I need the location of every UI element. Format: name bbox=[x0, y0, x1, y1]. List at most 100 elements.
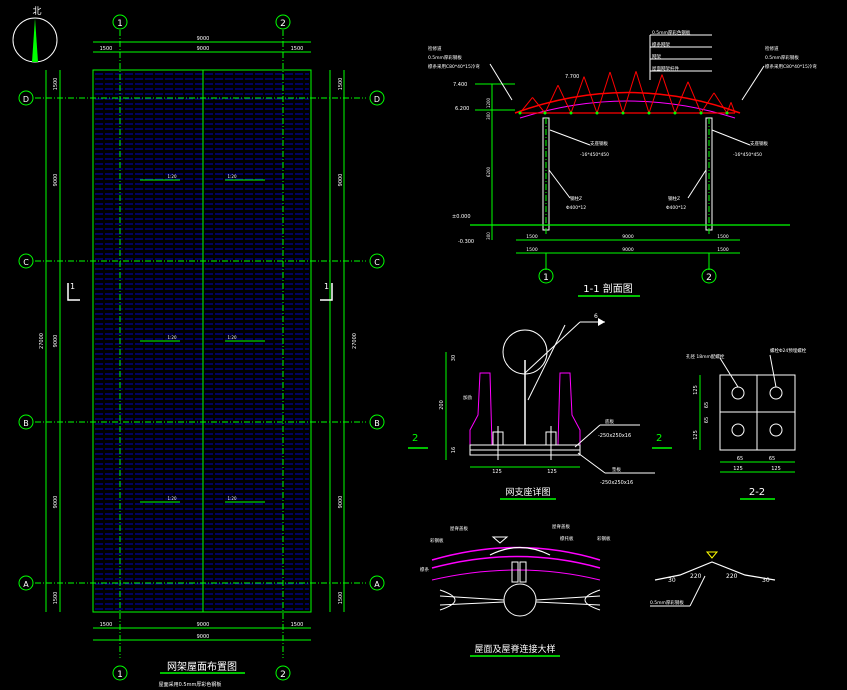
axis-bubble-d-right: D bbox=[369, 90, 385, 106]
section-2-2: 孔径 18mm配螺栓 螺栓Φ24预埋螺栓 125 65 65 125 65 65… bbox=[686, 347, 807, 500]
dim-left-bay-2: 9000 bbox=[53, 335, 59, 348]
right-note-2: 0.5mm厚彩钢板 bbox=[765, 54, 799, 61]
svg-text:300: 300 bbox=[486, 112, 491, 120]
truss-web-member bbox=[648, 74, 663, 114]
right-note-1: 检修道 bbox=[765, 45, 779, 52]
axis-bubble-a-left: A bbox=[18, 575, 34, 591]
weld-flag-icon bbox=[598, 318, 605, 326]
north-arrow: 北 bbox=[12, 6, 58, 63]
rib-label: 加劲 bbox=[463, 394, 472, 401]
base-plate bbox=[469, 444, 581, 451]
svg-text:125: 125 bbox=[693, 385, 699, 395]
ridge-label-l3: 檩条 bbox=[420, 566, 429, 573]
column-left-label: 钢柱Z bbox=[570, 195, 582, 202]
svg-text:2: 2 bbox=[280, 19, 286, 29]
column-right-spec: Φ400*12 bbox=[666, 205, 686, 211]
legend-4: 屋面网架杆件 bbox=[652, 65, 679, 72]
legend-2: 檩条网架 bbox=[652, 41, 670, 48]
truss-web-member bbox=[519, 97, 533, 114]
bolt-hole-icon bbox=[769, 423, 783, 437]
svg-text:1: 1 bbox=[543, 273, 549, 283]
truss-node bbox=[543, 111, 547, 115]
axis-bubble-b-left: B bbox=[18, 414, 34, 430]
truss-web-member bbox=[661, 74, 676, 114]
bolt-hole-icon bbox=[731, 423, 745, 437]
ridge-ball-joint bbox=[503, 583, 537, 617]
dim-right-total-text: 27000 bbox=[352, 333, 358, 349]
svg-text:65: 65 bbox=[704, 417, 710, 423]
plan-title: 网架屋面布置图 bbox=[167, 661, 237, 673]
plate-1-name: 底板 bbox=[605, 418, 614, 425]
truss-node bbox=[569, 111, 573, 115]
plate-2-name: 垫板 bbox=[612, 466, 621, 473]
svg-text:1200: 1200 bbox=[486, 97, 491, 108]
section-axis-1: 1 bbox=[538, 268, 554, 284]
pad-plate bbox=[469, 449, 581, 456]
ridge-detail: 屋脊盖板 彩钢板 檩条 屋脊盖板 檩托板 彩钢板 屋面及屋脊连接大样 bbox=[420, 523, 611, 657]
section-1-1: 7.400 7.700 6.200 ±0.000 -0.300 1200 300… bbox=[428, 29, 817, 297]
truss-web-member bbox=[622, 71, 637, 114]
svg-text:30: 30 bbox=[451, 355, 457, 361]
bolt-note: 螺栓Φ24预埋螺栓 bbox=[770, 347, 807, 354]
axis-bubble-2-bottom: 2 bbox=[275, 665, 291, 681]
dim-left-total-text: 27000 bbox=[39, 333, 45, 349]
dim-top-side-left: 1500 bbox=[100, 46, 113, 52]
bolt-hole-icon bbox=[731, 386, 745, 400]
section-axis-2: 2 bbox=[701, 268, 717, 284]
dim-right-bay-3: 9000 bbox=[338, 496, 344, 509]
axis-bubble-a-right: A bbox=[369, 575, 385, 591]
support-right-spec: -16*450*450 bbox=[733, 152, 762, 158]
truss-node bbox=[699, 111, 703, 115]
svg-text:1500: 1500 bbox=[526, 247, 538, 253]
svg-text:1: 1 bbox=[324, 282, 329, 291]
north-needle-icon bbox=[32, 18, 38, 62]
plate-2-spec: -250x250x16 bbox=[600, 480, 633, 486]
svg-text:1500: 1500 bbox=[717, 234, 729, 240]
section-22-title: 2-2 bbox=[749, 487, 765, 498]
support-detail: 6 200 30 16 加劲 125 125 底板 -250x250x16 垫板… bbox=[408, 313, 672, 500]
dim-bottom-total-text: 9000 bbox=[197, 634, 210, 640]
dim-left-edge-bottom: 1500 bbox=[53, 592, 59, 605]
legend-3: 网架 bbox=[652, 54, 661, 60]
svg-text:2: 2 bbox=[280, 670, 286, 680]
elev-6200: 6.200 bbox=[455, 106, 469, 112]
svg-text:1500: 1500 bbox=[526, 234, 538, 240]
slope-label: 1:20 bbox=[228, 335, 237, 340]
slope-label: 1:20 bbox=[168, 496, 177, 501]
dim-right-edge-top: 1500 bbox=[338, 78, 344, 91]
truss-node bbox=[595, 111, 599, 115]
svg-text:300: 300 bbox=[486, 232, 491, 240]
truss-web-member bbox=[557, 84, 572, 114]
truss-web-member bbox=[635, 71, 650, 114]
truss-web-member bbox=[570, 76, 585, 114]
dim-bottom-mid: 9000 bbox=[197, 622, 210, 628]
dim-left-bay-1: 9000 bbox=[53, 174, 59, 187]
svg-text:1500: 1500 bbox=[717, 247, 729, 253]
svg-text:D: D bbox=[374, 95, 380, 104]
svg-text:C: C bbox=[23, 258, 29, 267]
column-left-spec: Φ400*12 bbox=[566, 205, 586, 211]
svg-text:D: D bbox=[23, 95, 29, 104]
axis-bubble-1-top: 1 bbox=[112, 14, 128, 30]
truss-web-member bbox=[544, 84, 559, 114]
truss-node bbox=[673, 111, 677, 115]
svg-text:1: 1 bbox=[117, 19, 123, 29]
truss-node bbox=[725, 111, 729, 115]
axis-bubble-d-left: D bbox=[18, 90, 34, 106]
ridge-arrow-icon bbox=[491, 536, 509, 544]
truss-web-member bbox=[596, 71, 611, 114]
left-note-3: 檩条采用C80*40*15冷弯 bbox=[428, 63, 480, 70]
svg-text:B: B bbox=[374, 419, 380, 428]
svg-text:125: 125 bbox=[693, 430, 699, 440]
svg-text:6200: 6200 bbox=[486, 166, 491, 177]
truss-web-member bbox=[674, 81, 689, 114]
plate-1-spec: -250x250x16 bbox=[598, 433, 631, 439]
support-left-label: 支座钢板 bbox=[590, 140, 608, 147]
roof-plan: 9000 1500 9000 1500 1500 9000 1500 9000 … bbox=[18, 14, 385, 688]
dim-top-mid: 9000 bbox=[197, 46, 210, 52]
svg-text:1: 1 bbox=[70, 282, 75, 291]
ridge-label-l1: 屋脊盖板 bbox=[450, 525, 468, 532]
truss-web-member bbox=[713, 92, 728, 114]
truss-web-member bbox=[532, 97, 546, 114]
